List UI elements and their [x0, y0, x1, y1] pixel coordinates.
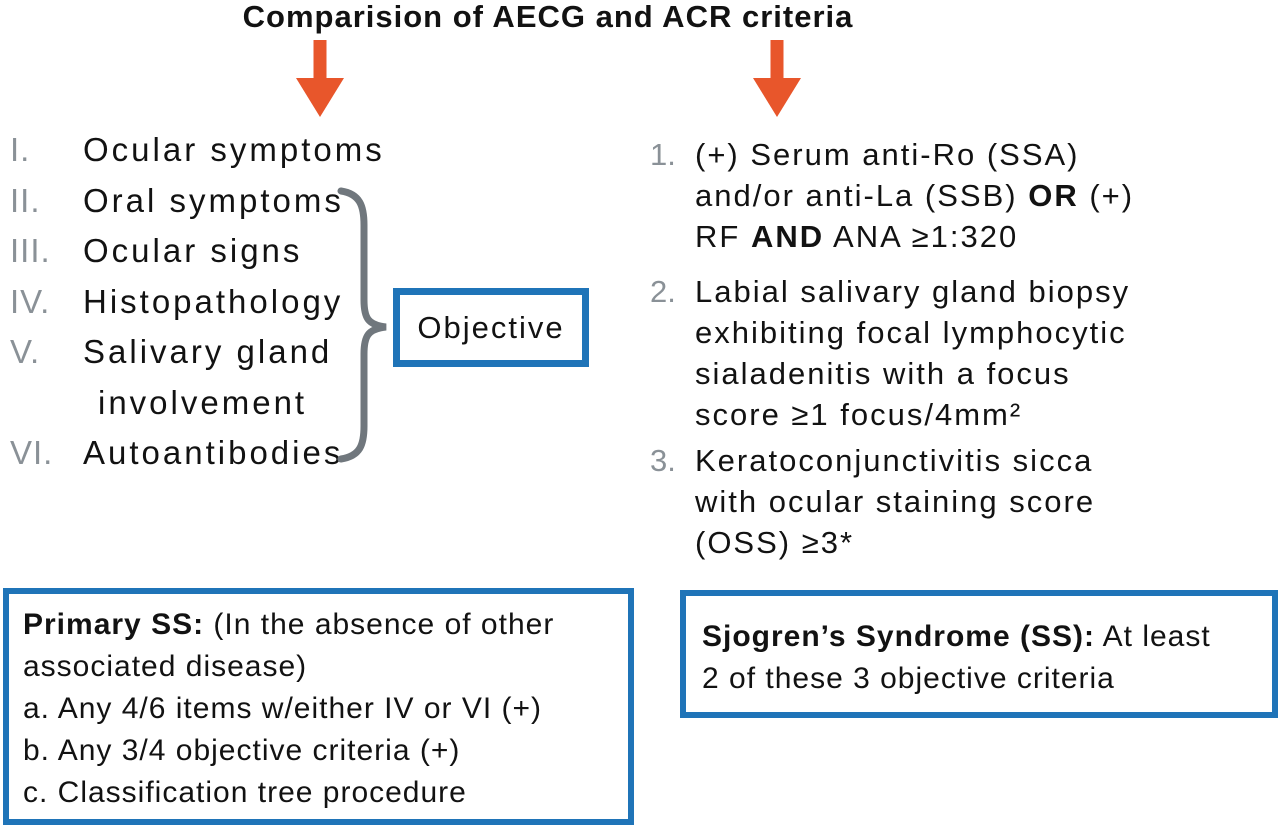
text-line: (OSS) ≥3*	[695, 525, 855, 560]
item-numeral: IV.	[10, 282, 51, 320]
item-numeral: 2.	[650, 274, 676, 309]
diagram-title: Comparision of AECG and ACR criteria	[242, 0, 854, 34]
text-line: Keratoconjunctivitis sicca	[695, 443, 1094, 478]
item-text: Ocular signs	[83, 232, 303, 270]
text-line: associated disease)	[23, 650, 308, 683]
list-item: VI. Autoantibodies	[10, 428, 385, 479]
text-line: Primary SS: (In the absence of other	[23, 608, 555, 641]
list-item-continuation: involvement	[10, 378, 385, 429]
list-item: II. Oral symptoms	[10, 176, 385, 227]
item-text: Histopathology	[83, 282, 344, 320]
text-line: a. Any 4/6 items w/either IV or VI (+)	[23, 692, 543, 725]
text-line: (+) Serum anti-Ro (SSA)	[695, 137, 1080, 172]
item-text: Ocular symptoms	[83, 131, 385, 169]
primary-ss-box: Primary SS: (In the absence of other ass…	[3, 588, 634, 825]
text-line: sialadenitis with a focus	[695, 356, 1071, 391]
down-arrow-icon	[752, 40, 802, 117]
item-numeral: 1.	[650, 137, 676, 172]
list-item: III. Ocular signs	[10, 226, 385, 277]
ss-heading: Sjogren’s Syndrome (SS):	[702, 620, 1095, 653]
text-line: Labial salivary gland biopsy	[695, 274, 1131, 309]
list-item: IV. Histopathology	[10, 277, 385, 328]
item-numeral: I.	[10, 131, 31, 169]
item-numeral: II.	[10, 181, 41, 219]
acr-criteria-list: 1. (+) Serum anti-Ro (SSA) and/or anti-L…	[650, 134, 1190, 563]
text-line: with ocular staining score	[695, 484, 1096, 519]
item-numeral: III.	[10, 232, 51, 270]
objective-box: Objective	[393, 288, 589, 367]
item-text: Keratoconjunctivitis sicca with ocular s…	[695, 440, 1095, 563]
text-line: c. Classification tree procedure	[23, 776, 467, 809]
item-text: Salivary gland	[83, 333, 333, 371]
item-numeral: 3.	[650, 443, 676, 478]
curly-brace-icon	[333, 186, 391, 469]
text-line: exhibiting focal lymphocytic	[695, 315, 1127, 350]
text-line: score ≥1 focus/4mm²	[695, 397, 1023, 432]
list-item: V. Salivary gland	[10, 327, 385, 378]
item-numeral: V.	[10, 333, 41, 371]
text-line: RF AND ANA ≥1:320	[695, 219, 1019, 254]
text-line: and/or anti-La (SSB) OR (+)	[695, 178, 1135, 213]
list-item: 1. (+) Serum anti-Ro (SSA) and/or anti-L…	[650, 134, 1190, 257]
list-item: 2. Labial salivary gland biopsy exhibiti…	[650, 271, 1190, 435]
item-text: Autoantibodies	[83, 434, 344, 472]
item-numeral: VI.	[10, 434, 54, 472]
primary-ss-heading: Primary SS:	[23, 608, 205, 641]
list-item: I. Ocular symptoms	[10, 125, 385, 176]
item-text: Oral symptoms	[83, 181, 344, 219]
list-item: 3. Keratoconjunctivitis sicca with ocula…	[650, 440, 1190, 563]
sjogrens-syndrome-box: Sjogren’s Syndrome (SS): At least 2 of t…	[680, 590, 1278, 718]
objective-label: Objective	[417, 309, 565, 345]
item-text: (+) Serum anti-Ro (SSA) and/or anti-La (…	[695, 134, 1134, 257]
text-line: Sjogren’s Syndrome (SS): At least	[702, 620, 1211, 653]
down-arrow-icon	[295, 40, 345, 117]
aecg-criteria-list: I. Ocular symptoms II. Oral symptoms III…	[10, 125, 385, 479]
text-line: b. Any 3/4 objective criteria (+)	[23, 734, 461, 767]
item-text: Labial salivary gland biopsy exhibiting …	[695, 271, 1130, 435]
item-text: involvement	[98, 383, 308, 421]
text-line: 2 of these 3 objective criteria	[702, 662, 1115, 695]
